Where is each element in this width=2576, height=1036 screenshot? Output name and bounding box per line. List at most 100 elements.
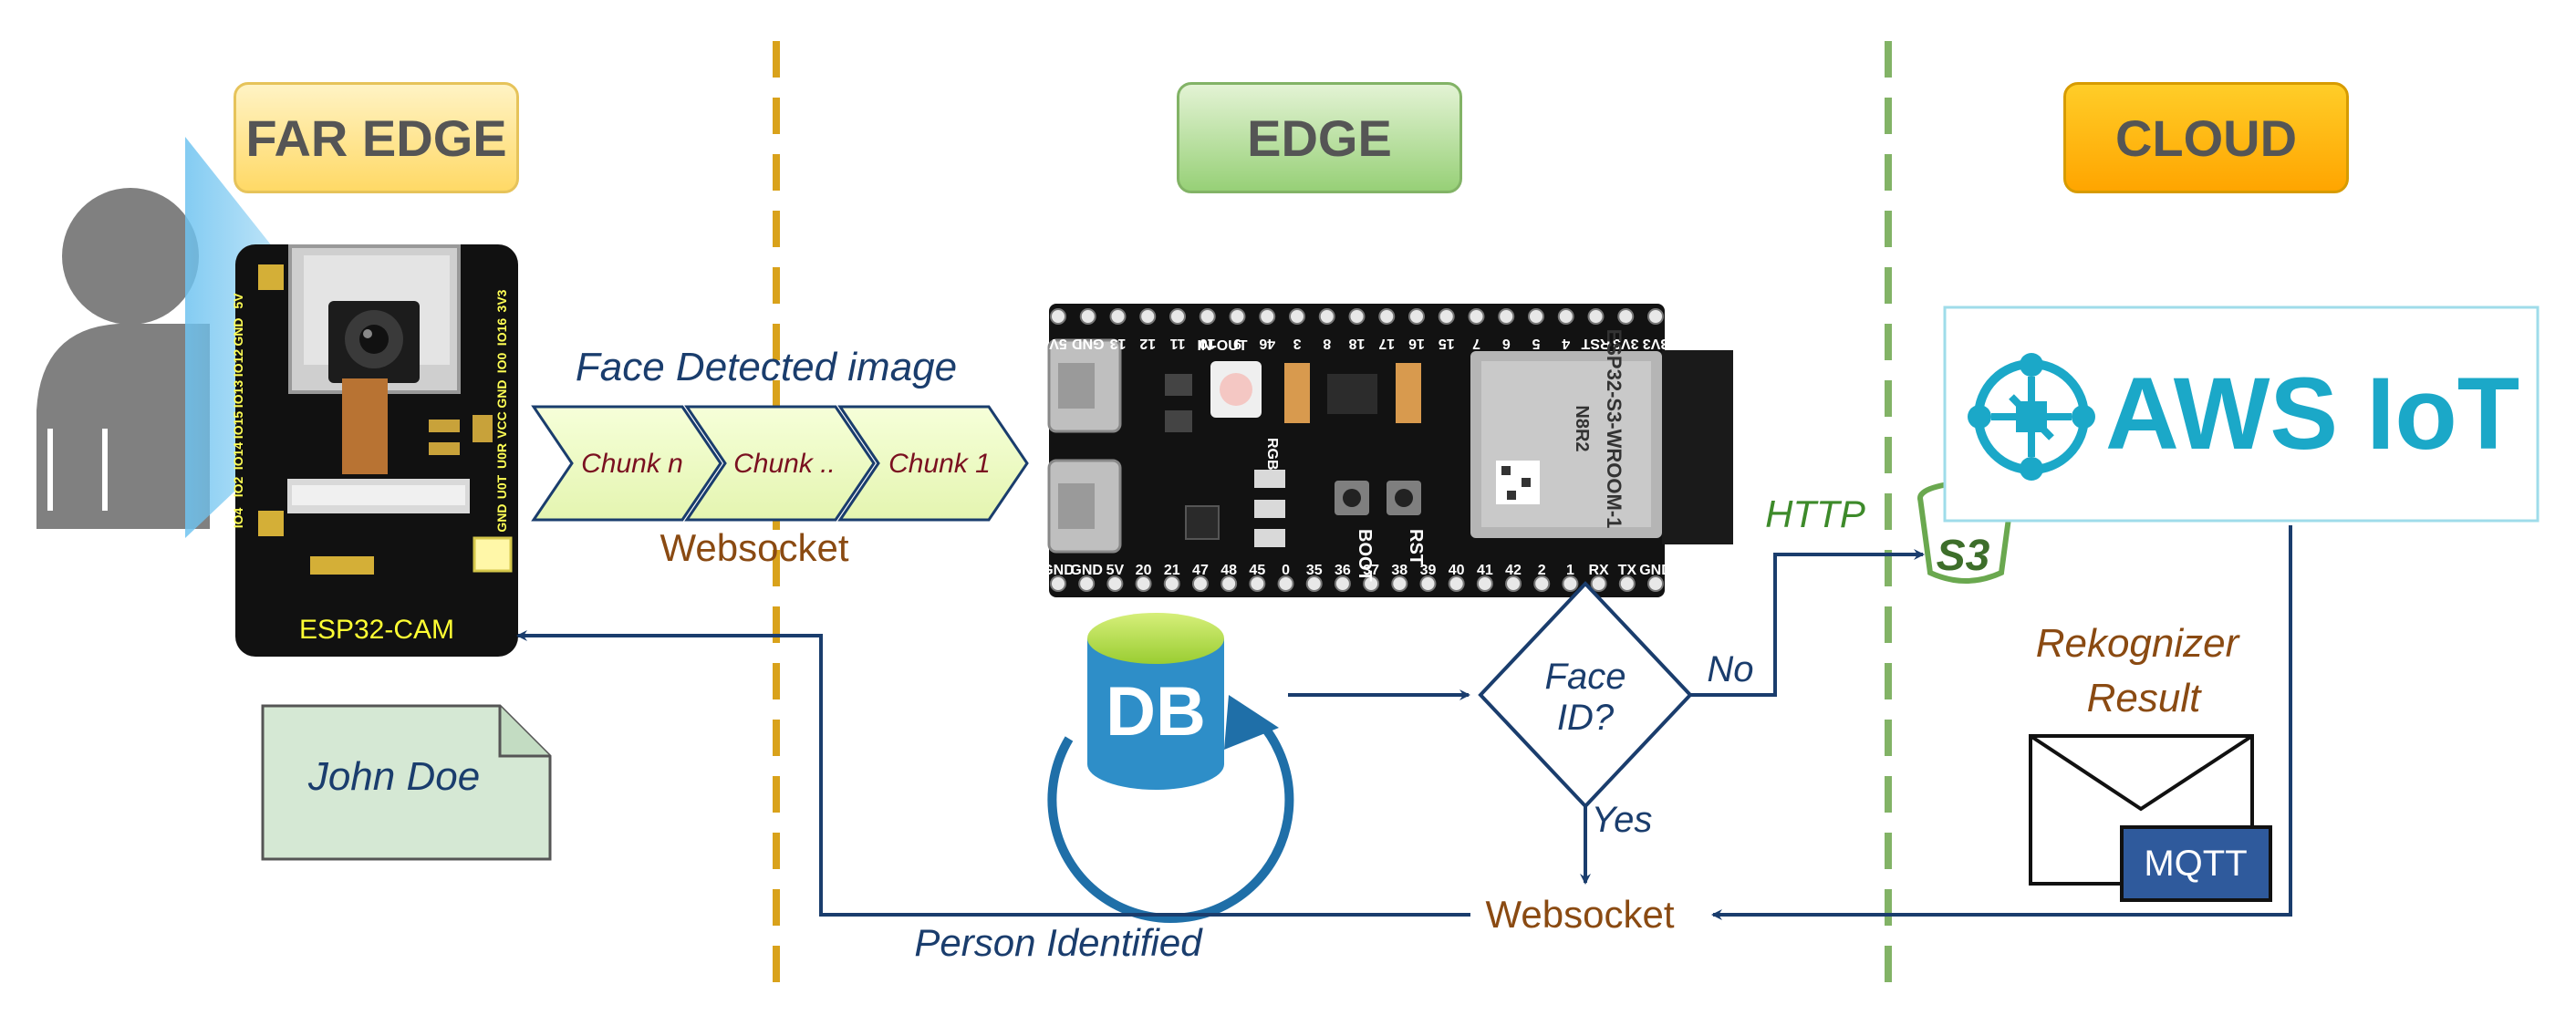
- board-pin-label: 13: [1110, 336, 1127, 351]
- cam-pin-label: IO15: [231, 411, 245, 440]
- board-pin-label: 11: [1169, 336, 1185, 351]
- identity-note: [261, 704, 552, 861]
- chunk-arrow: [837, 405, 1029, 522]
- board-pin-label: 8: [1323, 336, 1331, 351]
- board-pin-label: 2: [1538, 563, 1546, 578]
- board-pin-label: RST: [1581, 336, 1610, 351]
- board-pin-label: GND: [1639, 563, 1672, 578]
- board-pin: [1528, 308, 1544, 325]
- board-pin: [1139, 308, 1157, 325]
- board-pin-label: 41: [1477, 563, 1493, 578]
- person-identified-arrow: [516, 630, 1470, 917]
- chunk-arrows: [531, 405, 1029, 522]
- board-pin: [1106, 575, 1124, 592]
- board-pin: [1438, 308, 1455, 325]
- board-pin-label: 9: [1233, 336, 1241, 351]
- board-pin-label: 3: [1293, 336, 1301, 351]
- board-pin-label: 5V: [1049, 336, 1067, 351]
- board-pin: [1334, 575, 1351, 592]
- rgb-label: RGB: [1264, 438, 1280, 471]
- aws-iot-text: AWS IoT: [2105, 357, 2519, 471]
- board-pin: [1618, 575, 1636, 592]
- cam-pin-label: GND: [494, 503, 509, 532]
- board-pin: [1305, 575, 1323, 592]
- esp32-s3-pins-bottom: [1050, 575, 1664, 592]
- board-pin: [1318, 308, 1335, 325]
- board-pin-label: 36: [1335, 563, 1351, 578]
- cam-pin-label: IO16: [494, 318, 509, 347]
- rekognizer-line1: Rekognizer: [2036, 621, 2241, 666]
- board-pin: [1363, 575, 1380, 592]
- person-icon: [36, 188, 210, 529]
- chunk-arrow: [531, 405, 722, 522]
- cam-pin-label: IO2: [231, 477, 245, 498]
- board-pin-label: RX: [1589, 563, 1610, 578]
- chunk-label: Chunk 1: [888, 449, 991, 479]
- esp32-s3-pins-top: [1050, 308, 1664, 325]
- board-pin: [1050, 308, 1066, 325]
- board-pin: [1348, 308, 1366, 325]
- board-pin: [1249, 575, 1266, 592]
- board-pin-label: 3V3: [1613, 336, 1639, 351]
- board-pin-label: 42: [1505, 563, 1522, 578]
- board-pin: [1079, 308, 1096, 325]
- board-pin-label: 4: [1562, 336, 1570, 351]
- board-pin-label: 5: [1532, 336, 1540, 351]
- board-pin-label: 39: [1420, 563, 1437, 578]
- chunk-label: Chunk n: [581, 449, 683, 479]
- cam-pin-label: VCC: [494, 411, 509, 439]
- board-pin-label: 1: [1566, 563, 1574, 578]
- board-pin-label: 6: [1502, 336, 1511, 351]
- board-pin-label: 3V3: [1643, 336, 1669, 351]
- decision-text-line1: Face: [1545, 657, 1626, 697]
- cam-pin-label: IO4: [231, 508, 245, 529]
- cam-pin-label: GND: [494, 379, 509, 408]
- board-pin-label: GND: [1070, 563, 1103, 578]
- yes-label: Yes: [1592, 800, 1653, 840]
- no-http-arrow: [1690, 549, 1925, 697]
- board-pin: [1109, 308, 1127, 325]
- board-pin-label: 12: [1139, 336, 1156, 351]
- module-label: ESP32-S3-WROOM-1: [1603, 329, 1626, 529]
- board-pin: [1498, 308, 1515, 325]
- board-pin-label: 45: [1249, 563, 1265, 578]
- board-pin: [1078, 575, 1096, 592]
- database-icon: [1047, 613, 1294, 923]
- board-pin-label: GND: [1042, 563, 1075, 578]
- board-pin: [1289, 308, 1305, 325]
- db-label: DB: [1106, 673, 1206, 751]
- stream-caption: Face Detected image: [576, 345, 957, 389]
- stream-protocol: Websocket: [660, 526, 849, 569]
- bottom-websocket-label: Websocket: [1486, 893, 1675, 936]
- note-text: John Doe: [307, 754, 480, 799]
- board-pin: [1050, 575, 1066, 592]
- board-pin-label: 20: [1136, 563, 1152, 578]
- board-pin: [1647, 308, 1664, 325]
- chunk-arrow: [684, 405, 876, 522]
- board-pin: [1587, 308, 1605, 325]
- cam-pin-label: U0T: [494, 474, 509, 499]
- board-pin: [1391, 575, 1408, 592]
- cam-pin-label: GND: [231, 317, 245, 346]
- board-pin-label: 5V: [1106, 563, 1125, 578]
- rekognizer-line2: Result: [2087, 676, 2202, 720]
- board-pin-label: 15: [1439, 336, 1455, 351]
- board-pin-label: 10: [1200, 336, 1216, 351]
- mqtt-label: MQTT: [2144, 844, 2247, 884]
- board-pin: [1617, 308, 1635, 325]
- board-pin: [1408, 308, 1425, 325]
- board-pin-label: 18: [1349, 336, 1366, 351]
- board-pin-label: 16: [1408, 336, 1425, 351]
- board-pin-label: 21: [1164, 563, 1180, 578]
- board-pin-label: 40: [1449, 563, 1465, 578]
- board-pin: [1191, 575, 1209, 592]
- board-pin-label: 47: [1192, 563, 1209, 578]
- board-pin: [1468, 308, 1485, 325]
- cam-pin-label: IO14: [231, 442, 245, 471]
